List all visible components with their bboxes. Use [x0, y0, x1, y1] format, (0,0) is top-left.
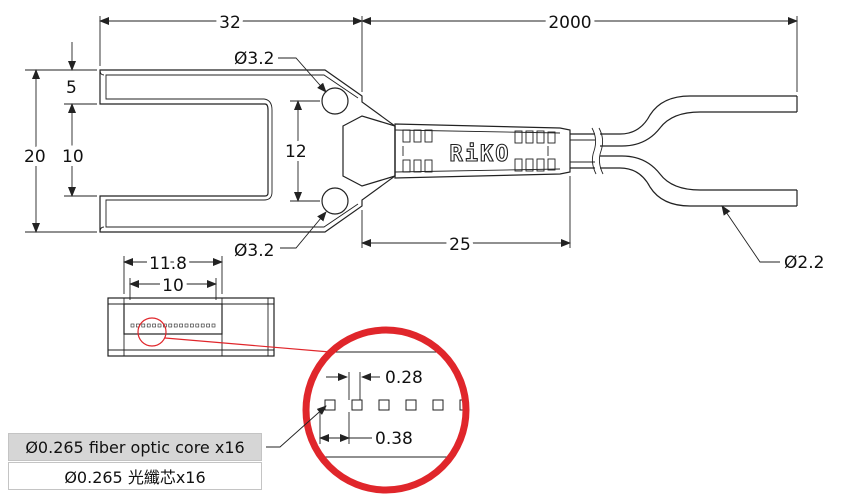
dim-core-gap: 0.28 — [385, 368, 423, 388]
mounting-hole-top — [321, 87, 349, 115]
fiber-core-small — [141, 323, 146, 328]
fiber-core-small — [157, 323, 162, 328]
fiber-core — [405, 399, 417, 411]
fiber-core-small — [206, 323, 210, 328]
fiber-core-small — [173, 323, 178, 328]
dim-total-height: 20 — [24, 147, 46, 167]
fork-sensor-outline — [99, 69, 396, 233]
cable-grip-body: RiKO — [394, 123, 571, 179]
face-dimension-lines — [123, 256, 223, 300]
fiber-core-small — [168, 323, 173, 328]
dim-core-pitch: 0.38 — [375, 429, 413, 449]
magnifier-circle — [302, 326, 470, 494]
dim-slot-width: 10 — [62, 147, 84, 167]
dim-body-length: 25 — [449, 235, 471, 255]
dim-array-width: 10 — [162, 276, 184, 296]
dim-cable-length: 2000 — [548, 13, 591, 33]
callout-source-circle — [137, 317, 167, 347]
dimension-lines — [25, 16, 798, 263]
fiber-core-small — [200, 323, 205, 328]
dim-fork-width: 32 — [219, 13, 241, 33]
fiber-cables — [570, 95, 798, 207]
fiber-core-small — [179, 323, 183, 328]
fiber-core-small — [211, 323, 216, 328]
callout-leader — [164, 337, 331, 353]
fiber-core — [432, 399, 444, 411]
dim-cable-diameter: Ø2.2 — [784, 253, 824, 273]
mounting-hole-bottom — [321, 187, 349, 215]
dim-hole-spacing: 12 — [285, 142, 307, 162]
legend-english: Ø0.265 fiber optic core x16 — [8, 433, 262, 461]
fiber-core — [487, 400, 497, 410]
fiber-core — [324, 399, 336, 411]
fiber-core-small — [146, 323, 151, 328]
fiber-core-small — [152, 323, 156, 328]
dim-head-width: 11.8 — [149, 254, 187, 274]
fiber-core-small — [130, 323, 135, 328]
dim-hole-top: Ø3.2 — [234, 49, 274, 69]
fiber-core-small — [190, 323, 194, 328]
fiber-core-small — [195, 323, 200, 328]
sensor-face-view — [107, 297, 275, 357]
fiber-core — [351, 399, 363, 411]
fiber-core — [378, 399, 390, 411]
legend-leader — [266, 405, 327, 448]
fiber-core-small — [184, 323, 189, 328]
brand-label: RiKO — [450, 142, 511, 167]
dim-slot-offset: 5 — [66, 78, 77, 98]
dim-hole-bottom: Ø3.2 — [234, 241, 274, 261]
legend-chinese: Ø0.265 光纖芯x16 — [8, 462, 262, 490]
